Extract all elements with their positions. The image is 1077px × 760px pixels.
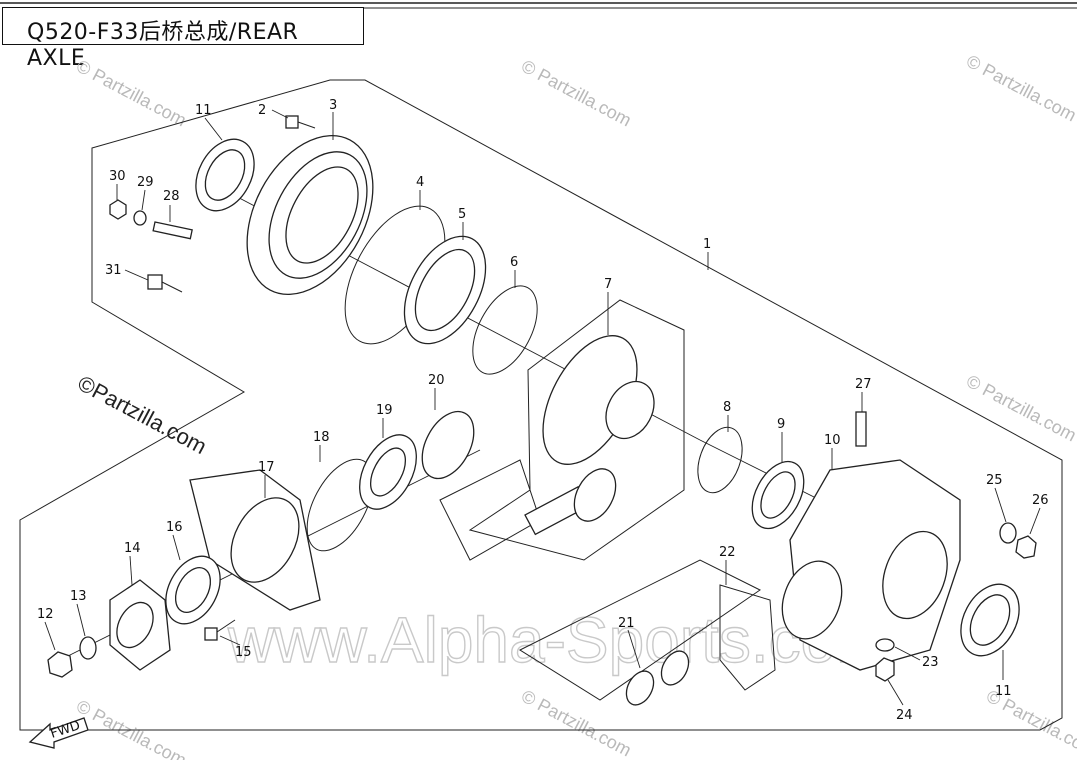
diagram-title: Q520-F33后桥总成/REAR AXLE [27,20,299,71]
leader-lines [44,109,1041,706]
callout-25: 25 [986,473,1003,488]
part-stud-washer [133,210,147,226]
part-fill-washer [999,522,1017,544]
watermark-partzilla: © Partzilla.com [963,371,1077,446]
title-box: Q520-F33后桥总成/REAR AXLE [2,7,364,71]
callout-11-top: 11 [195,103,212,118]
watermark-partzilla: © Partzilla.com [518,56,634,131]
part-stud-nut [109,199,127,220]
callout-14: 14 [124,541,141,556]
gear-set-outline [468,299,685,561]
callout-5: 5 [458,207,466,222]
part-o-ring-medium [306,458,374,552]
callout-19: 19 [376,403,393,418]
part-axle-housing [781,459,961,671]
callout-2: 2 [258,103,266,118]
part-bolt-front [204,619,236,641]
part-yoke-flange [109,579,171,671]
callout-26: 26 [1032,493,1049,508]
watermark-partzilla-dark: ©Partzilla.com [74,370,211,459]
part-oil-seal-top [195,138,255,212]
part-drain-washer [875,638,895,652]
part-washer-front [79,636,97,660]
callout-9: 9 [777,417,785,432]
part-oil-seal-bottom [960,583,1020,657]
part-gasket-cover [719,584,776,691]
callout-21: 21 [618,616,635,631]
callout-17: 17 [258,460,275,475]
callout-8: 8 [723,400,731,415]
callout-12: 12 [37,607,54,622]
part-flange-nut [47,651,73,678]
part-ball-bearing-large [403,235,487,345]
watermark-alpha-sports: www.Alpha-Sports.com [227,604,890,676]
callout-6: 6 [510,255,518,270]
part-gasket-small [697,426,743,494]
callout-18: 18 [313,430,330,445]
callout-1: 1 [703,237,711,252]
callout-23: 23 [922,655,939,670]
part-ring-gear [542,335,655,465]
part-lock-nut-ring [421,410,475,480]
callout-13: 13 [70,589,87,604]
watermark-partzilla: © Partzilla.com [963,51,1077,126]
watermark-partzilla: © Partzilla.com [73,56,189,131]
callout-4: 4 [416,175,424,190]
forward-arrow-icon: FWD [28,717,89,749]
part-bolt-31 [147,274,183,293]
part-fill-plug [1015,535,1037,559]
part-needle-bearing [751,460,805,530]
bushing-group-outline [518,559,761,701]
part-oil-seal-front [165,555,221,625]
callout-labels: 1 2 3 4 5 6 7 8 9 10 11 11 12 13 14 15 1… [37,98,1049,723]
callout-27: 27 [855,377,872,392]
part-stud [152,221,193,240]
part-bushings [625,650,690,706]
callout-16: 16 [166,520,183,535]
callout-31: 31 [105,263,122,278]
callout-7: 7 [604,277,612,292]
callout-28: 28 [163,189,180,204]
assembly-outline [19,79,1063,731]
part-breather [855,411,867,447]
callout-24: 24 [896,708,913,723]
callout-20: 20 [428,373,445,388]
part-drive-pinion [524,468,617,536]
callout-15: 15 [235,645,252,660]
part-ball-bearing-small [359,434,417,510]
part-drain-plug [875,657,895,682]
part-bolt-2 [285,115,316,129]
callout-22: 22 [719,545,736,560]
callout-3: 3 [329,98,337,113]
callout-10: 10 [824,433,841,448]
part-shim [472,285,538,375]
callout-11-bottom: 11 [995,684,1012,699]
watermark-partzilla: © Partzilla.com [73,696,189,760]
watermark-partzilla: © Partzilla.com [518,686,634,760]
callout-29: 29 [137,175,154,190]
callout-30: 30 [109,169,126,184]
part-rear-cover [246,134,374,296]
bearing-group-outline [439,459,541,561]
